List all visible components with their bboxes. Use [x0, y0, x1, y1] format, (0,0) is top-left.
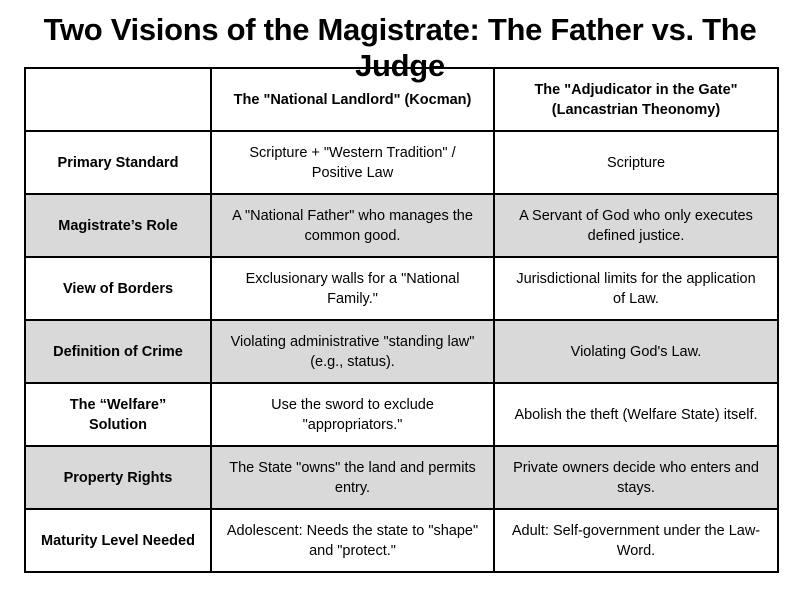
cell-adjudicator: Private owners decide who enters and sta… — [493, 445, 779, 510]
cell-adjudicator: Adult: Self-government under the Law-Wor… — [493, 508, 779, 573]
cell-adjudicator: Violating God's Law. — [493, 319, 779, 384]
row-label: Maturity Level Needed — [24, 508, 212, 573]
cell-adjudicator: Jurisdictional limits for the applicatio… — [493, 256, 779, 321]
row-label: View of Borders — [24, 256, 212, 321]
header-adjudicator: The "Adjudicator in the Gate" (Lancastri… — [493, 67, 779, 132]
cell-national-landlord: Use the sword to exclude "appropriators.… — [210, 382, 495, 447]
cell-adjudicator: Scripture — [493, 130, 779, 195]
cell-national-landlord: A "National Father" who manages the comm… — [210, 193, 495, 258]
cell-national-landlord: Exclusionary walls for a "National Famil… — [210, 256, 495, 321]
table-header-row: The "National Landlord" (Kocman) The "Ad… — [24, 67, 779, 132]
cell-adjudicator: A Servant of God who only executes defin… — [493, 193, 779, 258]
header-empty — [24, 67, 212, 132]
row-label: Magistrate’s Role — [24, 193, 212, 258]
row-label: Definition of Crime — [24, 319, 212, 384]
comparison-table: The "National Landlord" (Kocman) The "Ad… — [24, 67, 779, 573]
row-label: The “Welfare” Solution — [24, 382, 212, 447]
cell-national-landlord: The State "owns" the land and permits en… — [210, 445, 495, 510]
row-label: Primary Standard — [24, 130, 212, 195]
cell-adjudicator: Abolish the theft (Welfare State) itself… — [493, 382, 779, 447]
page-title: Two Visions of the Magistrate: The Fathe… — [43, 12, 757, 83]
cell-national-landlord: Violating administrative "standing law" … — [210, 319, 495, 384]
header-national-landlord: The "National Landlord" (Kocman) — [210, 67, 495, 132]
cell-national-landlord: Scripture + "Western Tradition" / Positi… — [210, 130, 495, 195]
cell-national-landlord: Adolescent: Needs the state to "shape" a… — [210, 508, 495, 573]
row-label: Property Rights — [24, 445, 212, 510]
